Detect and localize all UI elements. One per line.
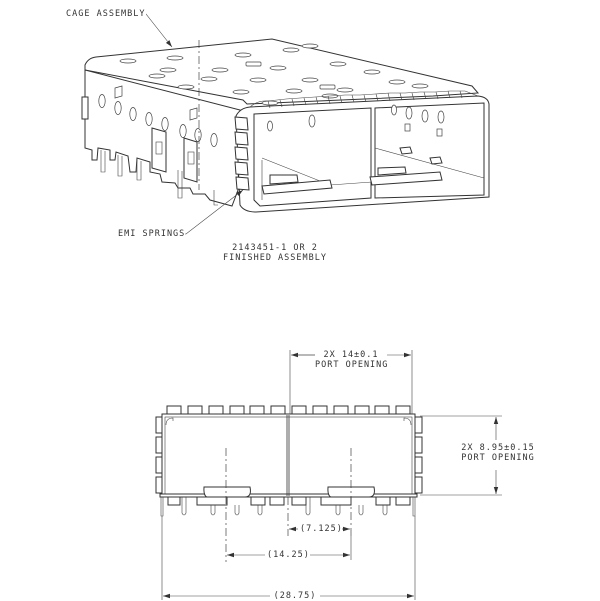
emi-springs-label: EMI SPRINGS [118,229,186,239]
half-pitch-dimension: (7.125) [300,524,343,534]
port-height-value: 2X 8.95±0.15 [456,443,540,453]
front-view-top-springs [166,405,411,416]
dimension-lines [161,350,502,600]
front-view-bottom-springs [167,496,411,506]
assembly-caption: 2143451-1 OR 2 FINISHED ASSEMBLY [205,243,345,263]
overall-width-dimension: (28.75) [272,591,318,601]
cage-assembly-label: CAGE ASSEMBLY [66,9,146,19]
front-view [155,405,423,562]
part-number: 2143451-1 OR 2 [205,243,345,253]
port-width-note: PORT OPENING [315,360,389,370]
front-view-pins [160,497,416,517]
port-height-dimension: 2X 8.95±0.15 PORT OPENING [456,443,540,463]
port-height-note: PORT OPENING [456,453,540,463]
port-width-dimension: 2X 14±0.1 PORT OPENING [315,350,387,370]
port-pitch-dimension: (14.25) [267,550,310,560]
assembly-description: FINISHED ASSEMBLY [205,253,345,263]
emi-spring-fingers-top [267,90,463,109]
emi-spring-fingers-side [234,116,250,191]
isometric-cage-view [81,38,490,213]
port-width-value: 2X 14±0.1 [315,350,387,360]
top-vent-holes [119,43,429,106]
